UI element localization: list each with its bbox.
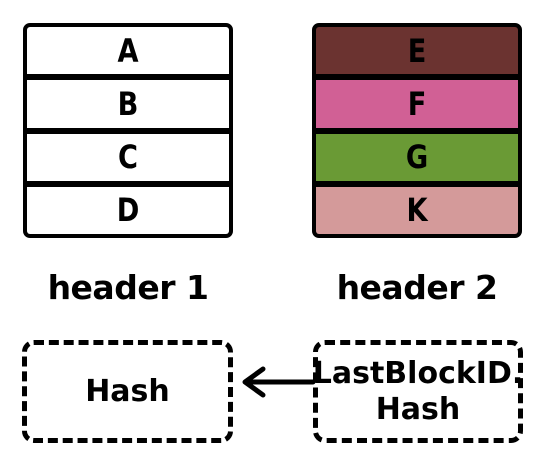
- header-1-label: header 1: [47, 268, 209, 307]
- header-1-row-b: B: [27, 74, 229, 128]
- header-1-row-c: C: [27, 127, 229, 181]
- header-2-row-e: E: [316, 27, 518, 75]
- last-block-hash-box: LastBlockID. Hash: [313, 340, 523, 443]
- hash-box: Hash: [22, 340, 233, 443]
- header-2-row-k: K: [316, 180, 518, 234]
- header-1-block: A B C D: [23, 23, 233, 238]
- header-2-row-g: G: [316, 127, 518, 181]
- row-label: E: [407, 31, 427, 70]
- row-label: F: [407, 84, 427, 123]
- row-label: A: [117, 31, 139, 70]
- header-2-block: E F G K: [312, 23, 522, 238]
- hash-label: Hash: [85, 373, 170, 409]
- header-1-row-d: D: [27, 180, 229, 234]
- last-block-line-2: Hash: [375, 391, 461, 427]
- row-label: G: [405, 138, 429, 177]
- row-label: B: [117, 84, 139, 123]
- left-arrow-icon: [242, 366, 316, 398]
- header-1-row-a: A: [27, 27, 229, 75]
- row-label: K: [406, 191, 428, 230]
- header-2-row-f: F: [316, 74, 518, 128]
- row-label: C: [118, 138, 138, 177]
- row-label: D: [116, 191, 140, 230]
- last-block-line-1: LastBlockID.: [312, 355, 524, 391]
- header-2-label: header 2: [336, 268, 498, 307]
